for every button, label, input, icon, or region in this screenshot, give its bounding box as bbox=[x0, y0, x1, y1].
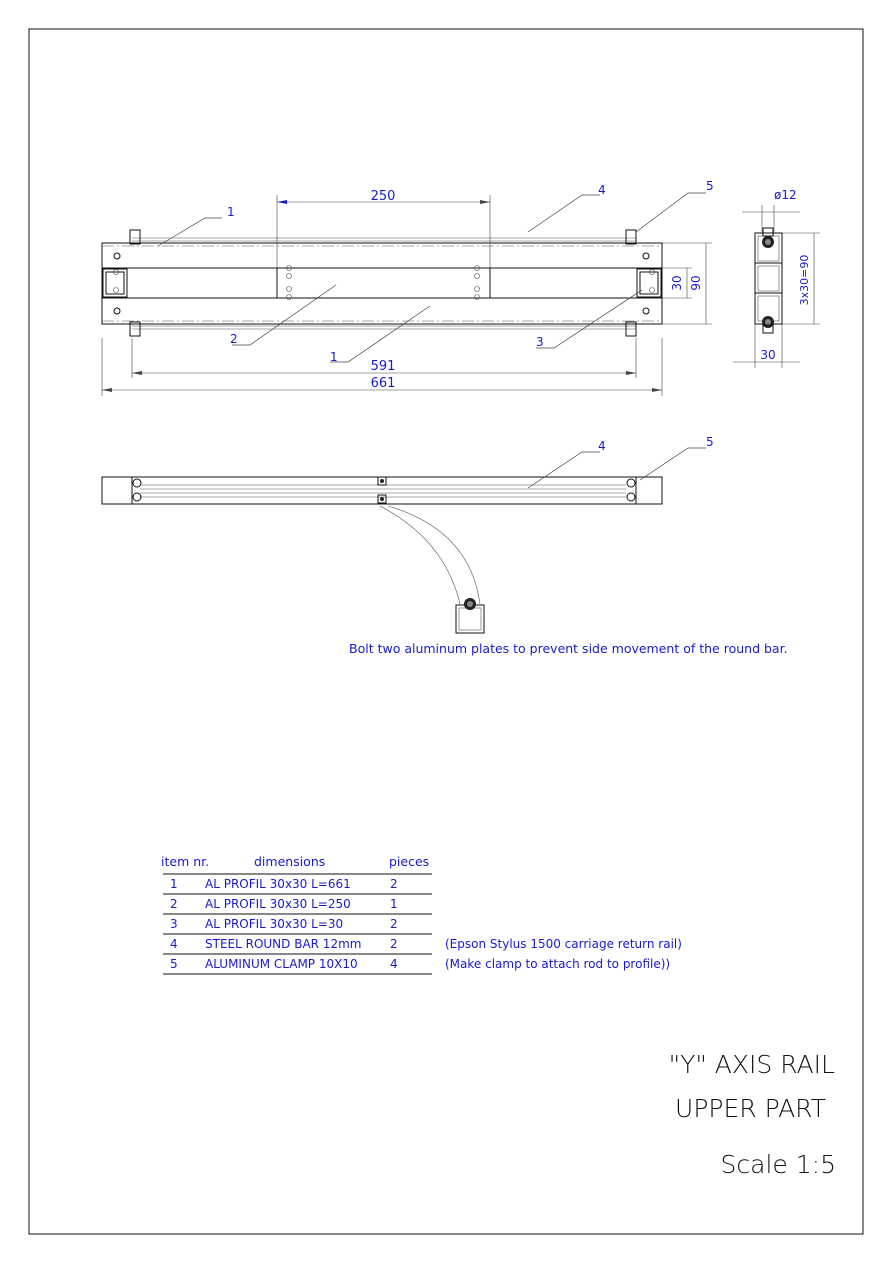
svg-text:4: 4 bbox=[170, 937, 178, 951]
title-line-1: "Y" AXIS RAIL bbox=[669, 1050, 835, 1079]
callout-5-front: 5 bbox=[706, 435, 714, 449]
callout-3: 3 bbox=[536, 335, 544, 349]
dim-30-horizontal: 30 bbox=[760, 348, 775, 362]
svg-text:2: 2 bbox=[170, 897, 178, 911]
svg-text:AL PROFIL 30x30 L=250: AL PROFIL 30x30 L=250 bbox=[205, 897, 351, 911]
svg-text:ALUMINUM CLAMP 10X10: ALUMINUM CLAMP 10X10 bbox=[205, 957, 358, 971]
dim-661: 661 bbox=[371, 376, 396, 391]
svg-text:AL PROFIL 30x30 L=661: AL PROFIL 30x30 L=661 bbox=[205, 877, 351, 891]
table-row: 2 AL PROFIL 30x30 L=250 1 bbox=[170, 897, 398, 911]
callout-1-bottom: 1 bbox=[330, 350, 338, 364]
dim-90-vertical: 90 bbox=[689, 275, 703, 290]
frame-outline bbox=[101, 242, 663, 325]
scale-label: Scale 1:5 bbox=[721, 1150, 836, 1179]
svg-text:STEEL ROUND BAR 12mm: STEEL ROUND BAR 12mm bbox=[205, 937, 361, 951]
top-view: 250 591 661 30 90 1 4 5 2 1 bbox=[101, 179, 714, 396]
dim-diameter-12: ø12 bbox=[774, 188, 797, 202]
dim-591: 591 bbox=[371, 359, 396, 374]
table-row: 1 AL PROFIL 30x30 L=661 2 bbox=[170, 877, 398, 891]
table-row: 5 ALUMINUM CLAMP 10X10 4 (Make clamp to … bbox=[170, 957, 670, 971]
dim-3x30-90: 3x30=90 bbox=[798, 255, 811, 306]
dim-30-vertical: 30 bbox=[670, 275, 684, 290]
title-line-2: UPPER PART bbox=[675, 1094, 826, 1123]
callout-5-top: 5 bbox=[706, 179, 714, 193]
svg-text:2: 2 bbox=[390, 937, 398, 951]
callout-4-top: 4 bbox=[598, 183, 606, 197]
parts-table: item nr. dimensions pieces 1 AL PROFIL 3… bbox=[161, 854, 682, 975]
callout-4-front: 4 bbox=[598, 439, 606, 453]
side-view: ø12 3x30=90 30 bbox=[733, 188, 820, 368]
svg-text:5: 5 bbox=[170, 957, 178, 971]
svg-text:AL PROFIL 30x30 L=30: AL PROFIL 30x30 L=30 bbox=[205, 917, 343, 931]
table-row: 3 AL PROFIL 30x30 L=30 2 bbox=[170, 917, 398, 931]
header-pieces: pieces bbox=[389, 854, 429, 869]
svg-text:4: 4 bbox=[390, 957, 398, 971]
svg-text:3: 3 bbox=[170, 917, 178, 931]
header-item-nr: item nr. bbox=[161, 854, 209, 869]
front-view-note: Bolt two aluminum plates to prevent side… bbox=[349, 641, 788, 656]
svg-text:(Make clamp to attach rod to p: (Make clamp to attach rod to profile)) bbox=[445, 957, 670, 971]
svg-text:2: 2 bbox=[390, 917, 398, 931]
svg-text:1: 1 bbox=[170, 877, 178, 891]
header-dimensions: dimensions bbox=[254, 854, 325, 869]
dim-250: 250 bbox=[371, 189, 396, 204]
callout-1-top: 1 bbox=[227, 205, 235, 219]
svg-text:1: 1 bbox=[390, 897, 398, 911]
sheet-border bbox=[28, 28, 864, 1235]
front-view: 4 5 Bolt two aluminum plates to prevent … bbox=[101, 435, 788, 656]
callout-2: 2 bbox=[230, 332, 238, 346]
svg-text:2: 2 bbox=[390, 877, 398, 891]
table-row: 4 STEEL ROUND BAR 12mm 2 (Epson Stylus 1… bbox=[170, 937, 682, 951]
title-block: "Y" AXIS RAIL UPPER PART Scale 1:5 bbox=[669, 1050, 836, 1179]
svg-text:(Epson Stylus 1500 carriage re: (Epson Stylus 1500 carriage return rail) bbox=[445, 937, 682, 951]
